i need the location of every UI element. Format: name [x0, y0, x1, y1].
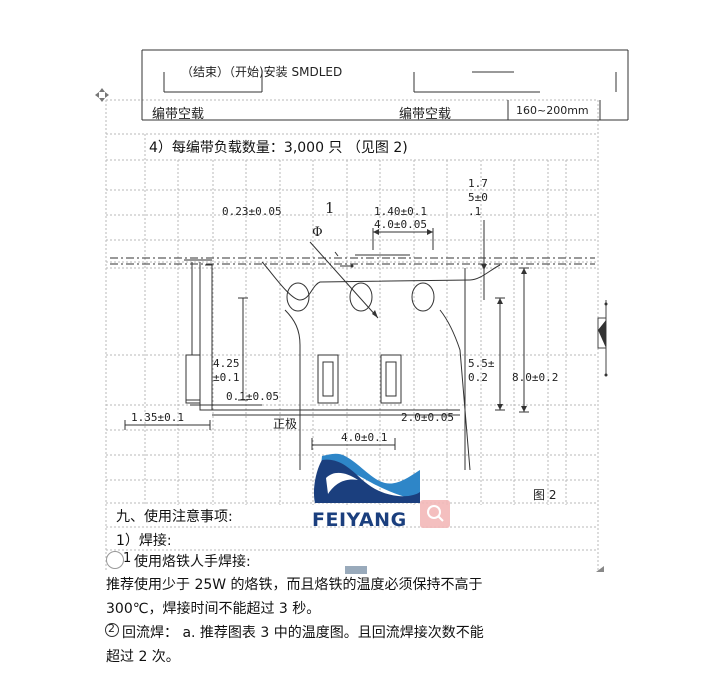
section4-text: 4）每编带负载数量：3,000 只 （见图 2) — [149, 140, 408, 156]
move-handle-icon — [95, 88, 109, 102]
tape-drawing — [110, 220, 595, 471]
dim-40-bot: 4.0±0.1 — [341, 431, 388, 444]
dim-135: 1.35±0.1 — [131, 411, 184, 424]
dim-55-b: 0.2 — [468, 371, 488, 384]
dim-175-a: 1.7 — [468, 177, 488, 190]
sub1-text: 使用烙铁人手焊接: — [134, 554, 251, 570]
table-col3: 160~200mm — [516, 104, 589, 117]
table-col2: 编带空载 — [399, 107, 452, 122]
dim-175-b: 5±0 — [468, 191, 488, 204]
watermark-box — [420, 500, 450, 528]
para1-line1: 推荐使用少于 25W 的烙铁，而且烙铁的温度必须保持不高于 — [106, 577, 483, 593]
positive-pole-label: 正极 — [273, 417, 298, 431]
table-header-text: （结束）（开始)安装 SMDLED — [181, 65, 343, 79]
figure-label: 图 2 — [533, 488, 557, 502]
dim-55-a: 5.5± — [468, 357, 495, 370]
dim-20: 2.0±0.05 — [401, 411, 454, 424]
sub2-text: 回流焊： a. 推荐图表 3 中的温度图。且回流焊接次数不能 — [122, 625, 484, 641]
dim-175-c: .1 — [468, 205, 482, 218]
feiyang-logo-mark — [313, 453, 420, 503]
dim-425-a: 4.25 — [213, 357, 240, 370]
phi-symbol: Φ — [312, 225, 323, 240]
sub2-prefix: 超 — [106, 649, 120, 665]
sub1-number: 1 — [123, 551, 132, 566]
callout-1: 1 — [325, 199, 335, 217]
sub2-line2: 过 2 次。 — [120, 649, 180, 665]
sub2-number: 2 — [108, 622, 115, 635]
section9-item1: 1）焊接: — [116, 533, 172, 549]
para1-line2: 300℃，焊接时间不能超过 3 秒。 — [106, 601, 321, 617]
circled-number-2-icon — [105, 623, 119, 637]
dim-140: 1.40±0.1 — [374, 205, 427, 218]
circled-number-1-icon — [106, 551, 124, 569]
section9-title: 九、使用注意事项: — [116, 509, 233, 525]
feiyang-logo-text: FEIYANG — [312, 509, 407, 531]
dim-01: 0.1±0.05 — [226, 390, 279, 403]
dim-40-top: 4.0±0.05 — [374, 218, 427, 231]
table-col1: 编带空载 — [152, 107, 205, 122]
dim-023: 0.23±0.05 — [222, 205, 282, 218]
dim-425-b: ±0.1 — [213, 371, 240, 384]
dim-80: 8.0±0.2 — [512, 371, 559, 384]
